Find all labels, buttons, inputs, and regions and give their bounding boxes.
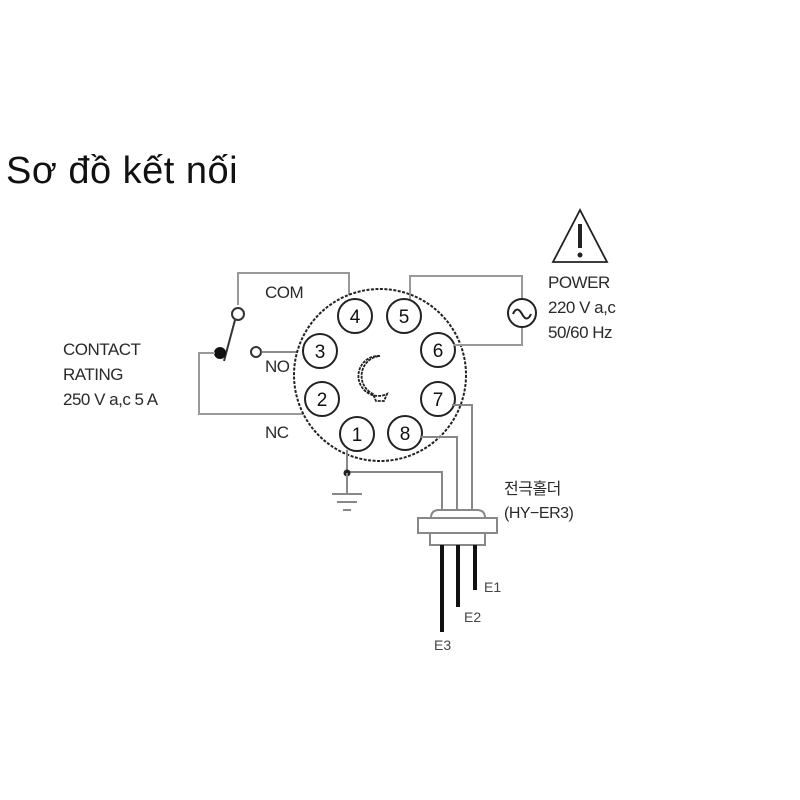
label-e1: E1 bbox=[484, 579, 501, 595]
pin-1 bbox=[339, 416, 375, 452]
power-label: POWER bbox=[548, 273, 610, 292]
warning-triangle-icon bbox=[551, 208, 609, 263]
pin-7 bbox=[420, 381, 456, 417]
octal-socket bbox=[293, 288, 467, 462]
electrode-holder-model: (HY−ER3) bbox=[504, 505, 574, 522]
contact-line1: CONTACT bbox=[63, 340, 141, 359]
power-label-block: POWER 220 V a,c 50/60 Hz bbox=[548, 270, 616, 345]
relay-switch bbox=[214, 307, 302, 362]
nc-label: NC bbox=[265, 423, 289, 442]
power-wires bbox=[409, 275, 523, 346]
diagram-title: Sơ đồ kết nối bbox=[6, 150, 239, 192]
power-frequency: 50/60 Hz bbox=[548, 323, 613, 342]
svg-text:2: 2 bbox=[317, 390, 328, 411]
svg-text:1: 1 bbox=[352, 425, 363, 446]
ac-sine-icon bbox=[507, 298, 537, 328]
pin-4 bbox=[337, 298, 373, 334]
socket-pins bbox=[302, 298, 456, 452]
pin-3 bbox=[302, 333, 338, 369]
pin-8 bbox=[387, 415, 423, 451]
svg-text:8: 8 bbox=[400, 424, 411, 445]
pin-5 bbox=[386, 298, 422, 334]
label-e2: E2 bbox=[464, 609, 481, 625]
svg-text:6: 6 bbox=[433, 341, 444, 362]
svg-text:4: 4 bbox=[350, 307, 361, 328]
label-e3: E3 bbox=[434, 637, 451, 653]
no-label: NO bbox=[265, 357, 290, 376]
svg-text:5: 5 bbox=[399, 307, 410, 328]
svg-text:7: 7 bbox=[433, 390, 444, 411]
contact-line2: RATING bbox=[63, 365, 123, 384]
nc-wire bbox=[198, 352, 305, 415]
contact-line3: 250 V a,c 5 A bbox=[63, 390, 158, 409]
electrode-holder-name: 전극홀더 bbox=[504, 481, 561, 498]
com-wire bbox=[237, 272, 350, 305]
electrode-holder bbox=[417, 509, 498, 546]
ground-icon bbox=[332, 469, 362, 511]
electrode-wires bbox=[346, 404, 473, 510]
contact-rating-label: CONTACT RATING 250 V a,c 5 A bbox=[63, 337, 158, 412]
pin-2 bbox=[304, 381, 340, 417]
pin-6 bbox=[420, 332, 456, 368]
electrode-holder-label: 전극홀더 (HY−ER3) bbox=[504, 478, 574, 526]
pin-numbers: 1 2 3 4 5 6 7 8 bbox=[315, 307, 444, 446]
com-label: COM bbox=[265, 283, 304, 302]
power-voltage: 220 V a,c bbox=[548, 298, 616, 317]
electrodes bbox=[440, 545, 477, 632]
svg-text:3: 3 bbox=[315, 342, 326, 363]
